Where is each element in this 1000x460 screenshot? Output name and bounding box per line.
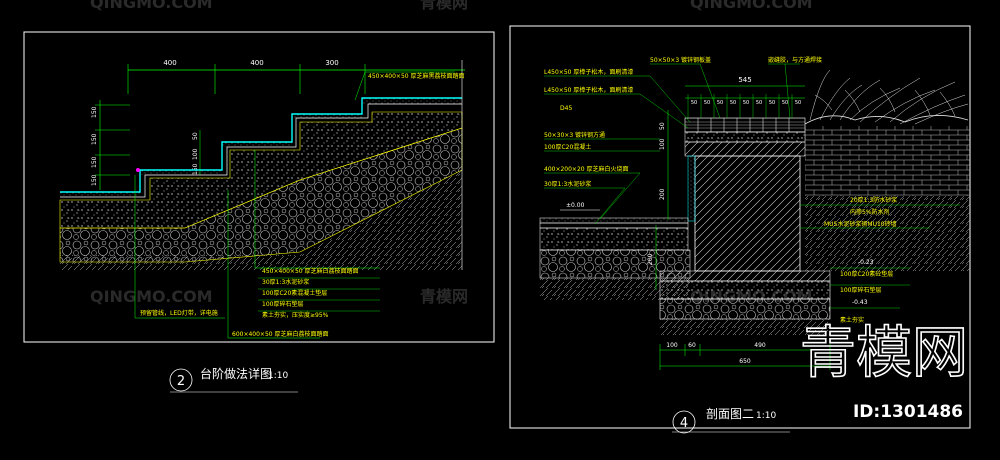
watermark-text: 青模网 xyxy=(420,287,468,306)
right-dim-v-2: 100 xyxy=(659,138,666,150)
small-dim-label: 50 xyxy=(782,100,788,106)
right-top-note2: 嵌缝胶，与方通焊接 xyxy=(768,56,822,64)
right-callout-4: 50×30×3 镀锌钢方通 xyxy=(544,131,605,139)
stair-concrete xyxy=(59,111,463,229)
left-dim-top-3: 300 xyxy=(325,59,338,67)
left-callout-bottom: 600×400×50 厚芝麻白荔枝面踏面 xyxy=(232,330,329,338)
right-title-block: 4 剖面图二 1:10 xyxy=(672,407,790,434)
right-bottom-dimensions: 100 60 490 650 xyxy=(659,342,831,370)
right-rcallout-3: MU5水泥砂浆砌MU10砖墙 xyxy=(824,220,897,228)
left-callout-4: 100厚碎石垫层 xyxy=(262,300,303,308)
right-callout-7: 30厚1:3水泥砂浆 xyxy=(544,180,591,188)
right-rcallout-7: -0.43 xyxy=(852,299,868,306)
wall-waterproof-layer xyxy=(687,155,696,222)
left-vertical-dimensions: 150 150 150 150 50 100 150 xyxy=(91,100,201,190)
left-sheet-scale: 1:10 xyxy=(268,371,288,381)
left-dim-mid-1: 50 xyxy=(192,132,199,140)
small-dim-label: 50 xyxy=(795,100,801,106)
left-callout-2: 30厚1:3水泥砂浆 xyxy=(262,278,309,286)
right-sheet-number: 4 xyxy=(680,416,688,431)
right-top-note: 50×50×3 镀锌钢板盖 xyxy=(650,56,711,64)
right-vertical-dims: 50 100 200 200 xyxy=(647,110,669,290)
left-callout-1: 450×400×50 厚芝麻白荔枝面踏面 xyxy=(262,267,359,275)
left-sheet-title: 台阶做法详图 xyxy=(200,366,272,381)
right-dim-bottom-1: 100 xyxy=(666,342,678,349)
right-rcallout-6: 100厚碎石垫层 xyxy=(840,286,881,294)
left-callout-3: 100厚C20素混凝土垫层 xyxy=(262,289,327,297)
right-callout-2: L450×50 厚樟子松木，面刷清漆 xyxy=(544,86,633,94)
watermark-text: QINGMO.COM xyxy=(690,0,813,12)
small-dim-label: 50 xyxy=(717,100,723,106)
right-dim-bottom-2: 60 xyxy=(688,342,696,349)
right-dim-top: 545 xyxy=(738,76,751,84)
shrub-illustration xyxy=(804,69,969,125)
left-top-dimensions: 400 400 300 xyxy=(127,59,465,94)
small-dim-label: 50 xyxy=(743,100,749,106)
sheet-right: 545 50 50 50 50 50 50 50 50 50 50×50×3 镀锌钢板盖 嵌缝胶… xyxy=(509,25,971,434)
led-marker xyxy=(136,168,140,172)
watermark-text: 青模网 xyxy=(420,0,468,12)
right-rcallout-1: 20厚1:3防水砂浆 xyxy=(850,196,897,204)
left-dim-mid-3: 150 xyxy=(192,163,199,175)
left-callout-5: 素土夯实，压实度≥95% xyxy=(262,311,329,319)
small-dim-label: 50 xyxy=(769,100,775,106)
right-dim-bottom-total: 650 xyxy=(739,358,751,365)
brand-logo-text: 青模网 xyxy=(800,321,968,386)
stair-section xyxy=(59,60,463,270)
left-dim-v-3: 150 xyxy=(91,156,98,168)
left-title-block: 2 台阶做法详图 1:10 xyxy=(169,366,298,393)
right-soil-block xyxy=(805,126,970,196)
right-rcallout-2: 内掺5%防水剂 xyxy=(850,208,890,216)
right-callout-3: D45 xyxy=(560,105,572,112)
brand-overlay: 青模网 ID:1301486 xyxy=(799,320,969,422)
right-level-left: ±0.00 xyxy=(566,202,585,209)
right-small-dims: 50 50 50 50 50 50 50 50 50 xyxy=(687,94,801,118)
left-dim-top-2: 400 xyxy=(250,59,263,67)
watermark-text: QINGMO.COM xyxy=(90,0,213,12)
right-left-callouts: L450×50 厚樟子松木，面刷清漆 L450×50 厚樟子松木，面刷清漆 D4… xyxy=(544,68,691,225)
right-left-paving xyxy=(539,217,691,300)
small-dim-label: 50 xyxy=(691,100,697,106)
right-callout-1: L450×50 厚樟子松木，面刷清漆 xyxy=(544,68,633,76)
right-callout-6: 400×200×20 厚芝麻白火烧面 xyxy=(544,165,629,173)
left-note: 预留管线，LED灯带，详电施 xyxy=(140,309,218,317)
right-rcallout-5: 100厚C20素砼垫层 xyxy=(840,270,893,278)
brick-wall xyxy=(694,155,801,272)
right-dim-bottom-3: 490 xyxy=(754,342,766,349)
sheet-left-frame xyxy=(23,31,495,343)
right-sheet-scale: 1:10 xyxy=(756,411,776,421)
right-rcallout-4: -0.23 xyxy=(858,259,874,266)
stair-soil xyxy=(60,170,462,270)
right-callout-5: 100厚C20混凝土 xyxy=(544,143,591,151)
right-dim-v-1: 50 xyxy=(659,122,666,130)
small-dim-label: 50 xyxy=(756,100,762,106)
left-leaders: 450×400×50 厚芝麻黑荔枝面踏面 450×400×50 厚芝麻白荔枝面踏… xyxy=(134,71,465,339)
right-right-callouts: 20厚1:3防水砂浆 内掺5%防水剂 MU5水泥砂浆砌MU10砖墙 -0.23 … xyxy=(800,196,960,324)
left-dim-mid-2: 100 xyxy=(192,148,199,160)
sheet-left: 400 400 300 150 150 150 150 50 100 150 xyxy=(23,31,495,393)
left-dim-v-1: 150 xyxy=(91,106,98,118)
right-dim-v-3: 200 xyxy=(659,188,666,200)
small-dim-label: 50 xyxy=(730,100,736,106)
right-sheet-title: 剖面图二 xyxy=(706,407,754,421)
right-top-dimensions: 545 50 50 50 50 50 50 50 50 50 50×50×3 镀锌钢板盖 嵌缝胶… xyxy=(650,56,822,119)
left-dim-top-1: 400 xyxy=(163,59,176,67)
wall-footing xyxy=(659,196,970,335)
deck-top xyxy=(684,117,806,157)
brand-id-label: ID:1301486 xyxy=(853,402,963,422)
left-callout-top: 450×400×50 厚芝麻黑荔枝面踏面 xyxy=(368,72,465,80)
right-dim-v-4: 200 xyxy=(647,253,654,265)
small-dim-label: 50 xyxy=(704,100,710,106)
right-rcallout-8: 素土夯实 xyxy=(840,316,864,324)
left-dim-v-4: 150 xyxy=(91,174,98,186)
watermark-text: QINGMO.COM xyxy=(90,287,213,306)
left-dim-v-2: 150 xyxy=(91,133,98,145)
left-sheet-number: 2 xyxy=(177,374,185,389)
